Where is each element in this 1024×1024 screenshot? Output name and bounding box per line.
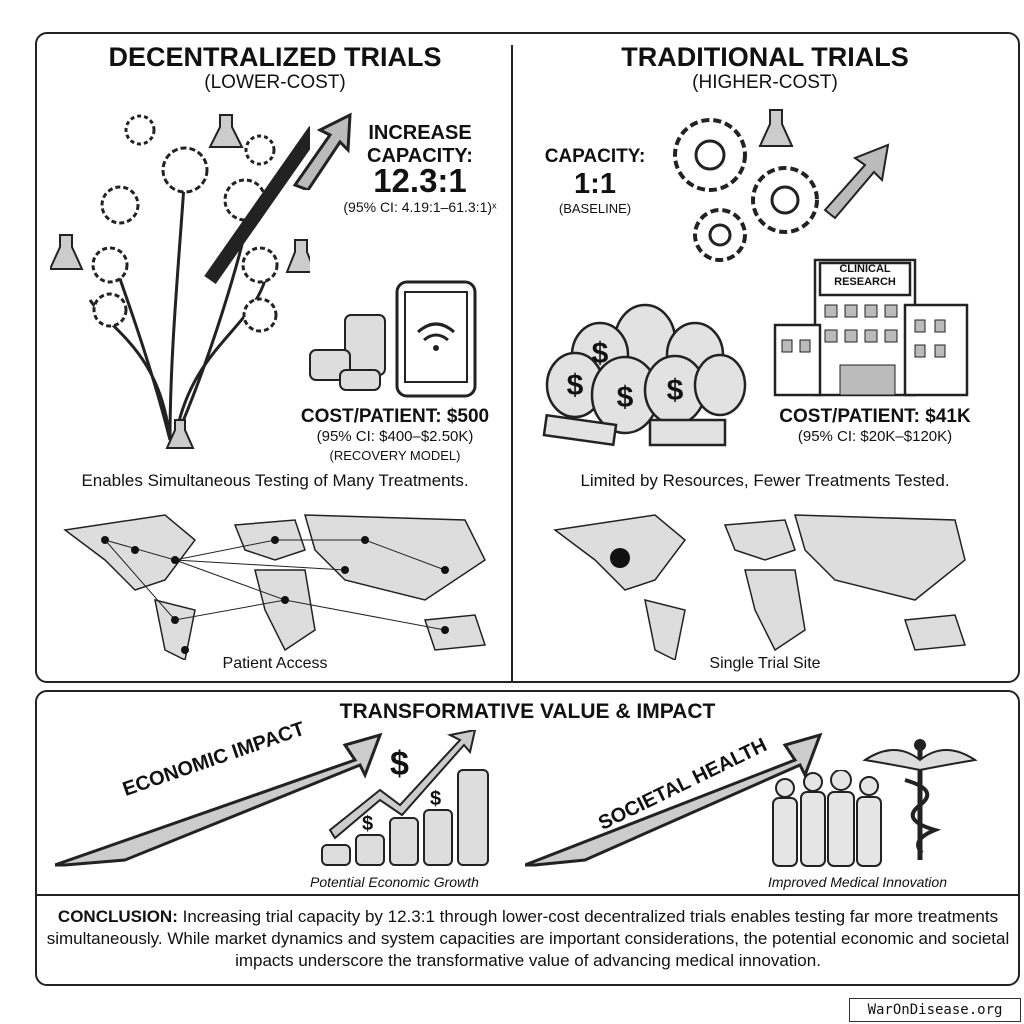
money-bags-illustration: $$$$ <box>542 303 747 447</box>
right-capacity-value: 1:1 <box>574 168 616 200</box>
svg-text:$: $ <box>567 369 584 402</box>
left-subtitle: (LOWER-COST) <box>204 72 346 93</box>
capacity-label-line1: INCREASE <box>368 122 472 144</box>
coin-stacks-growth-illustration: $$ <box>321 730 489 866</box>
dollar-sign-icon: $ <box>390 745 409 783</box>
conclusion-label: CONCLUSION: <box>57 907 178 926</box>
clinical-research-building <box>773 258 969 397</box>
right-title: TRADITIONAL TRIALS <box>621 42 909 72</box>
world-map-network <box>63 514 487 660</box>
svg-text:$: $ <box>592 337 609 370</box>
left-title: DECENTRALIZED TRIALS <box>108 42 442 72</box>
capacity-label-line2: CAPACITY: <box>367 145 473 167</box>
right-cost: COST/PATIENT: $41K <box>779 406 971 427</box>
economic-caption: Potential Economic Growth <box>310 874 479 890</box>
growth-arrow-icon <box>292 112 352 190</box>
gear-tree-illustration <box>50 114 310 449</box>
right-tagline: Limited by Resources, Fewer Treatments T… <box>580 471 950 490</box>
capacity-value: 12.3:1 <box>373 162 467 199</box>
economic-impact-arrow <box>55 732 383 867</box>
building-sign: CLINICAL RESEARCH <box>834 263 896 288</box>
right-cost-ci: (95% CI: $20K–$120K) <box>797 428 953 445</box>
right-capacity-label: CAPACITY: <box>544 146 646 167</box>
conclusion-text: Increasing trial capacity by 12.3:1 thro… <box>46 907 1010 970</box>
svg-text:$: $ <box>617 381 634 414</box>
right-subtitle: (HIGHER-COST) <box>692 72 838 93</box>
societal-health-arrow <box>525 732 823 867</box>
watermark: WarOnDisease.org <box>849 998 1021 1022</box>
gears-illustration <box>673 109 890 262</box>
caduceus-icon <box>862 739 978 860</box>
svg-text:$: $ <box>667 374 684 407</box>
left-cost-model: (RECOVERY MODEL) <box>329 448 461 463</box>
people-group-illustration <box>772 770 882 867</box>
svg-text:$: $ <box>362 813 373 835</box>
left-cost: COST/PATIENT: $500 <box>300 406 490 427</box>
impact-divider <box>37 894 1018 896</box>
right-map-caption: Single Trial Site <box>709 655 821 672</box>
societal-caption: Improved Medical Innovation <box>768 874 947 890</box>
left-cost-ci: (95% CI: $400–$2.50K) <box>316 428 474 445</box>
panel-divider <box>511 45 513 681</box>
world-map-single-site <box>553 514 967 660</box>
impact-panel <box>35 690 1020 986</box>
right-capacity-note: (BASELINE) <box>558 201 632 216</box>
capacity-ci: (95% CI: 4.19:1–61.3:1)ˣ <box>343 199 497 215</box>
left-tagline: Enables Simultaneous Testing of Many Tre… <box>81 471 469 490</box>
svg-text:$: $ <box>430 788 441 810</box>
left-map-caption: Patient Access <box>222 655 328 672</box>
conclusion: CONCLUSION: Increasing trial capacity by… <box>42 906 1014 972</box>
coins-and-tablet-illustration <box>309 280 477 398</box>
impact-title: TRANSFORMATIVE VALUE & IMPACT <box>339 700 716 723</box>
